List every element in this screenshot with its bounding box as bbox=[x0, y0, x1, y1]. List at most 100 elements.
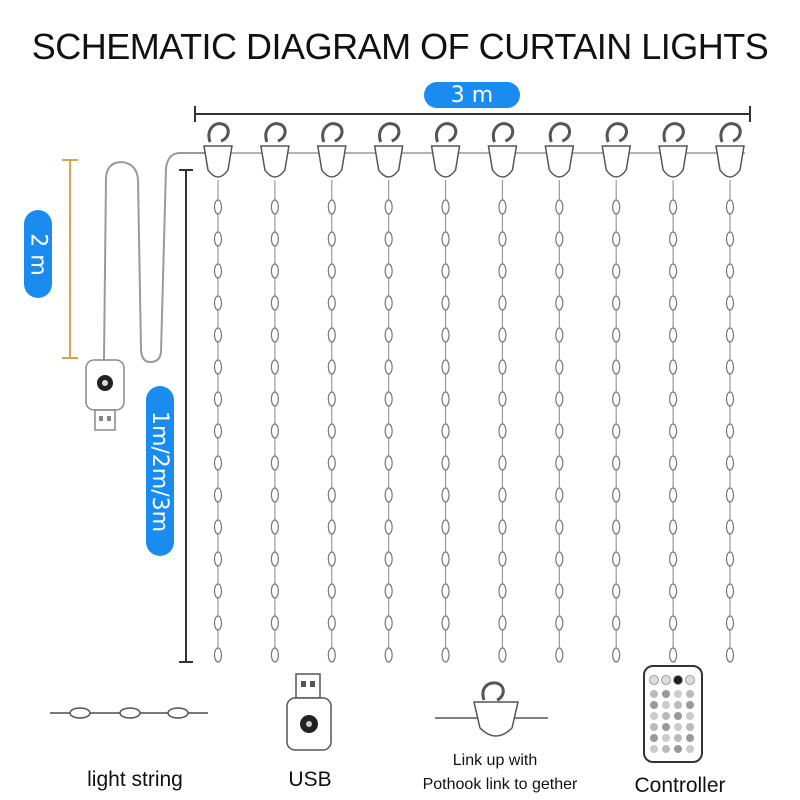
led-bulb bbox=[384, 423, 393, 439]
led-bulb bbox=[669, 615, 678, 631]
remote-button bbox=[674, 745, 682, 753]
led-bulb bbox=[327, 263, 336, 279]
drop-length-text: 1m/2m/3m bbox=[147, 410, 173, 532]
led-bulb bbox=[327, 583, 336, 599]
lead-wire bbox=[103, 152, 205, 364]
led-bulb bbox=[725, 551, 735, 567]
remote-button bbox=[650, 745, 658, 753]
light-strand bbox=[601, 122, 632, 663]
led-bulb bbox=[384, 359, 393, 375]
led-bulb bbox=[213, 359, 223, 375]
led-bulb bbox=[498, 487, 507, 503]
led-bulb bbox=[725, 583, 735, 599]
led-bulb bbox=[725, 455, 735, 471]
led-bulb bbox=[555, 263, 564, 279]
remote-button bbox=[650, 701, 658, 709]
width-label: 3 m bbox=[424, 82, 520, 108]
led-bulb bbox=[669, 455, 678, 471]
led-bulb bbox=[498, 647, 507, 663]
led-bulb bbox=[669, 551, 678, 567]
light-strand bbox=[203, 122, 233, 663]
led-bulb bbox=[555, 519, 564, 535]
led-bulb bbox=[669, 359, 678, 375]
remote-button bbox=[674, 723, 682, 731]
hook-icon bbox=[601, 122, 632, 178]
hook-icon bbox=[544, 122, 575, 178]
led-bulb bbox=[498, 391, 507, 407]
remote-button bbox=[662, 723, 670, 731]
led-bulb bbox=[669, 487, 678, 503]
remote-button bbox=[662, 690, 670, 698]
light-strand bbox=[430, 122, 461, 663]
led-bulb bbox=[270, 519, 279, 535]
led-bulb bbox=[384, 647, 393, 663]
led-bulb bbox=[270, 199, 279, 215]
remote-button bbox=[650, 712, 658, 720]
led-bulb bbox=[498, 263, 507, 279]
light-string-caption: light string bbox=[87, 768, 183, 791]
led-bulb bbox=[327, 231, 336, 247]
led-bulb bbox=[327, 647, 336, 663]
lead-length-label: 2 m bbox=[24, 210, 52, 298]
led-bulb bbox=[498, 615, 507, 631]
led-bulb bbox=[213, 231, 223, 247]
led-bulb bbox=[327, 423, 336, 439]
led-bulb bbox=[327, 199, 336, 215]
light-strand bbox=[316, 122, 347, 663]
led-bulb bbox=[327, 295, 336, 311]
remote-button bbox=[686, 723, 694, 731]
led-bulb bbox=[498, 231, 507, 247]
led-bulb bbox=[612, 295, 621, 311]
hook-legend-icon bbox=[435, 681, 548, 737]
led-bulb bbox=[213, 487, 223, 503]
led-bulb bbox=[270, 487, 279, 503]
led-bulb bbox=[384, 487, 393, 503]
led-bulb bbox=[384, 327, 393, 343]
led-bulb bbox=[384, 295, 393, 311]
remote-button bbox=[686, 712, 694, 720]
hook-icon bbox=[715, 122, 745, 178]
hook-icon bbox=[203, 122, 233, 178]
led-bulb bbox=[213, 519, 223, 535]
remote-button bbox=[686, 701, 694, 709]
led-bulb bbox=[327, 455, 336, 471]
hook-icon bbox=[316, 122, 347, 178]
remote-button bbox=[686, 734, 694, 742]
led-bulb bbox=[327, 359, 336, 375]
led-bulb bbox=[270, 615, 279, 631]
led-bulb bbox=[612, 455, 621, 471]
led-bulb bbox=[498, 551, 507, 567]
led-bulb bbox=[327, 615, 336, 631]
led-bulb bbox=[725, 391, 735, 407]
led-bulb bbox=[555, 615, 564, 631]
led-bulb bbox=[555, 231, 564, 247]
hook-icon bbox=[487, 122, 518, 178]
led-bulb bbox=[612, 231, 621, 247]
led-bulb bbox=[555, 423, 564, 439]
led-bulb bbox=[498, 295, 507, 311]
led-bulb bbox=[327, 327, 336, 343]
led-bulb bbox=[669, 583, 678, 599]
width-label-text: 3 m bbox=[450, 82, 494, 108]
lead-usb-plug bbox=[85, 359, 125, 431]
led-bulb bbox=[555, 199, 564, 215]
led-bulb bbox=[725, 263, 735, 279]
hook-icon bbox=[430, 122, 461, 178]
remote-button bbox=[662, 701, 670, 709]
led-bulb bbox=[725, 359, 735, 375]
remote-button bbox=[673, 675, 683, 685]
led-bulb bbox=[498, 423, 507, 439]
led-bulb bbox=[384, 519, 393, 535]
drop-length-label: 1m/2m/3m bbox=[146, 386, 174, 556]
led-bulb bbox=[213, 295, 223, 311]
remote-button bbox=[674, 734, 682, 742]
led-bulb bbox=[555, 487, 564, 503]
led-bulb bbox=[441, 231, 450, 247]
led-bulb bbox=[213, 263, 223, 279]
led-bulb bbox=[498, 583, 507, 599]
remote-button bbox=[674, 690, 682, 698]
remote-button bbox=[674, 701, 682, 709]
led-bulb bbox=[441, 327, 450, 343]
led-bulb bbox=[441, 615, 450, 631]
remote-button bbox=[661, 675, 671, 685]
